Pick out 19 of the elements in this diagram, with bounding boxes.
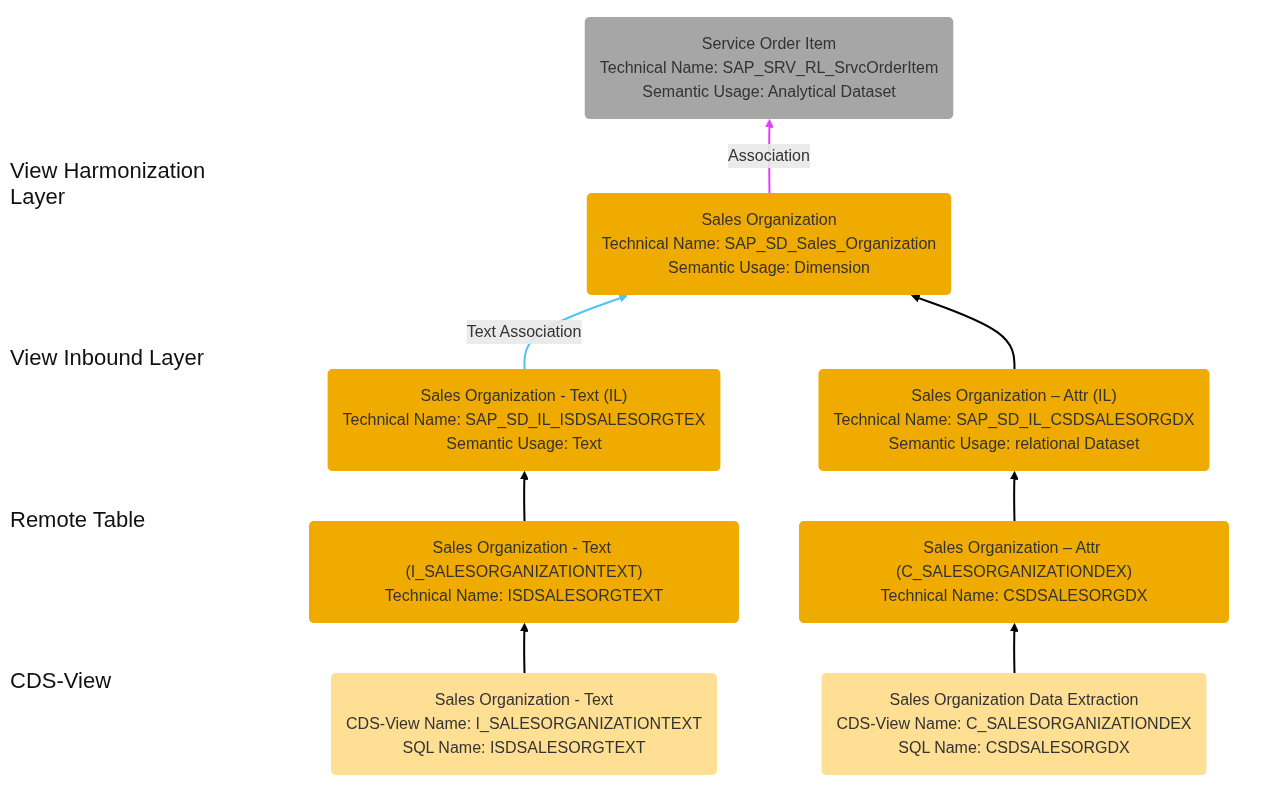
node-box: Sales Organization Data Extraction CDS-View Name: C_SALESORGANIZATIONDEX SQL Name: CSDSALESORGDX xyxy=(821,673,1207,775)
layer-label: View Inbound Layer xyxy=(10,345,206,372)
node-box: Sales Organization - Text CDS-View Name: I_SALESORGANIZATIONTEXT SQL Name: ISDSALESORGTEXT xyxy=(331,673,717,775)
node-box: Sales Organization – Attr (C_SALESORGANIZATIONDEX) Technical Name: CSDSALESORGDX xyxy=(799,521,1229,623)
layer-label: CDS-View xyxy=(10,668,113,695)
layer-label: Remote Table xyxy=(10,506,147,533)
node-box: Sales Organization - Text (I_SALESORGANIZATIONTEXT) Technical Name: ISDSALESORGTEXT xyxy=(309,521,739,623)
node-box: Sales Organization - Text (IL) Technical Name: SAP_SD_IL_ISDSALESORGTEX Semantic Usage: Text xyxy=(327,369,721,471)
layer-label: View Harmonization Layer xyxy=(10,157,207,210)
node-box: Sales Organization – Attr (IL) Technical Name: SAP_SD_IL_CSDSALESORGDX Semantic Usage: relational Dataset xyxy=(818,369,1210,471)
arrow xyxy=(1009,471,1019,523)
arrow xyxy=(519,471,529,523)
edge-label: Association xyxy=(728,147,810,164)
arrow xyxy=(1009,623,1019,675)
arrow xyxy=(911,294,1016,371)
node-box: Sales Organization Technical Name: SAP_SD_Sales_Organization Semantic Usage: Dimension xyxy=(586,193,952,295)
node-box: Service Order Item Technical Name: SAP_SRV_RL_SrvcOrderItem Semantic Usage: Analytical Dataset xyxy=(584,17,954,119)
edge-label: Text Association xyxy=(466,323,582,340)
arrow xyxy=(519,623,529,675)
